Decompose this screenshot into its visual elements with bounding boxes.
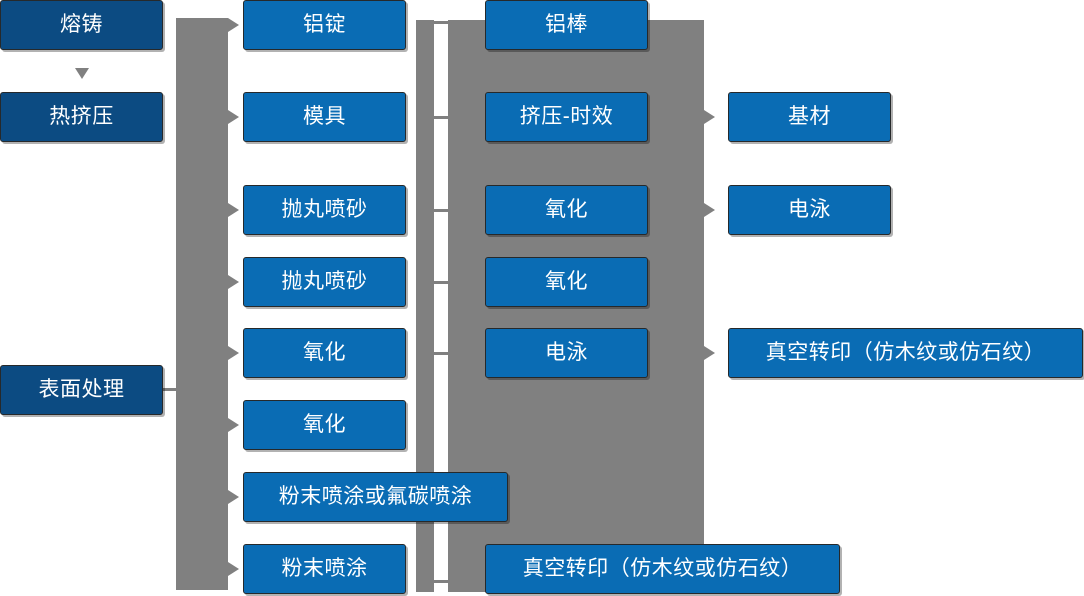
connector-tick-mid-2 bbox=[430, 116, 452, 119]
connector-trunk-middle-thin bbox=[416, 20, 434, 592]
connector-stub-surface-treatment bbox=[163, 388, 183, 391]
node-label: 氧化 bbox=[303, 413, 346, 437]
node-electrophoresis-1[interactable]: 电泳 bbox=[485, 328, 648, 378]
arrow-right-to-muju bbox=[228, 110, 239, 124]
node-mold[interactable]: 模具 bbox=[243, 92, 406, 142]
node-powder-or-fluorocarbon-spray[interactable]: 粉末喷涂或氟碳喷涂 bbox=[243, 472, 508, 522]
arrow-right-to-fenmo-2 bbox=[228, 562, 239, 576]
node-label: 真空转印（仿木纹或仿石纹） bbox=[765, 341, 1046, 365]
node-label: 氧化 bbox=[545, 198, 588, 222]
node-label: 氧化 bbox=[303, 341, 346, 365]
node-label: 表面处理 bbox=[38, 378, 125, 402]
node-substrate[interactable]: 基材 bbox=[728, 92, 891, 142]
connector-tick-mid-1 bbox=[430, 21, 452, 24]
connector-tick-mid-5 bbox=[430, 352, 452, 355]
node-powder-spray[interactable]: 粉末喷涂 bbox=[243, 544, 406, 594]
node-extrusion-aging[interactable]: 挤压-时效 bbox=[485, 92, 648, 142]
node-hot-extrusion[interactable]: 热挤压 bbox=[0, 92, 163, 142]
node-oxidation-1[interactable]: 氧化 bbox=[243, 328, 406, 378]
node-oxidation-2[interactable]: 氧化 bbox=[243, 400, 406, 450]
arrow-right-to-jicai bbox=[704, 110, 715, 124]
connector-tick-mid-6 bbox=[430, 580, 452, 583]
node-melting-casting[interactable]: 熔铸 bbox=[0, 0, 163, 50]
arrow-right-to-paowan-1 bbox=[228, 203, 239, 217]
connector-tick-mid-3 bbox=[430, 209, 452, 212]
node-oxidation-4[interactable]: 氧化 bbox=[485, 257, 648, 307]
node-shot-blasting-1[interactable]: 抛丸喷砂 bbox=[243, 185, 406, 235]
node-label: 粉末喷涂 bbox=[281, 557, 368, 581]
node-surface-treatment[interactable]: 表面处理 bbox=[0, 365, 163, 415]
node-label: 基材 bbox=[788, 105, 831, 129]
arrow-down-casting-to-extrusion bbox=[75, 68, 89, 79]
node-label: 电泳 bbox=[788, 198, 831, 222]
connector-trunk-left bbox=[176, 18, 228, 590]
node-vacuum-transfer-printing-1[interactable]: 真空转印（仿木纹或仿石纹） bbox=[485, 544, 840, 594]
node-label: 电泳 bbox=[545, 341, 588, 365]
arrow-right-to-yanghua-2 bbox=[228, 418, 239, 432]
arrow-right-to-fenmo-1 bbox=[228, 490, 239, 504]
arrow-right-to-ludin bbox=[228, 18, 239, 32]
node-label: 熔铸 bbox=[60, 13, 103, 37]
node-electrophoresis-2[interactable]: 电泳 bbox=[728, 185, 891, 235]
node-label: 抛丸喷砂 bbox=[281, 270, 368, 294]
node-label: 真空转印（仿木纹或仿石纹） bbox=[522, 557, 803, 581]
arrow-right-to-zhenkong bbox=[704, 346, 715, 360]
node-label: 粉末喷涂或氟碳喷涂 bbox=[278, 485, 473, 509]
arrow-right-to-yanghua-1 bbox=[228, 346, 239, 360]
node-label: 热挤压 bbox=[49, 105, 114, 129]
node-label: 挤压-时效 bbox=[519, 105, 614, 129]
arrow-right-to-dianyong bbox=[704, 203, 715, 217]
node-aluminum-bar[interactable]: 铝棒 bbox=[485, 0, 648, 50]
node-shot-blasting-2[interactable]: 抛丸喷砂 bbox=[243, 257, 406, 307]
arrow-right-to-paowan-2 bbox=[228, 275, 239, 289]
connector-tick-mid-4 bbox=[430, 281, 452, 284]
node-label: 铝棒 bbox=[545, 13, 588, 37]
node-label: 铝锭 bbox=[303, 13, 346, 37]
node-label: 氧化 bbox=[545, 270, 588, 294]
node-label: 抛丸喷砂 bbox=[281, 198, 368, 222]
node-label: 模具 bbox=[303, 105, 346, 129]
node-aluminum-ingot[interactable]: 铝锭 bbox=[243, 0, 406, 50]
node-vacuum-transfer-printing-2[interactable]: 真空转印（仿木纹或仿石纹） bbox=[728, 328, 1083, 378]
node-oxidation-3[interactable]: 氧化 bbox=[485, 185, 648, 235]
